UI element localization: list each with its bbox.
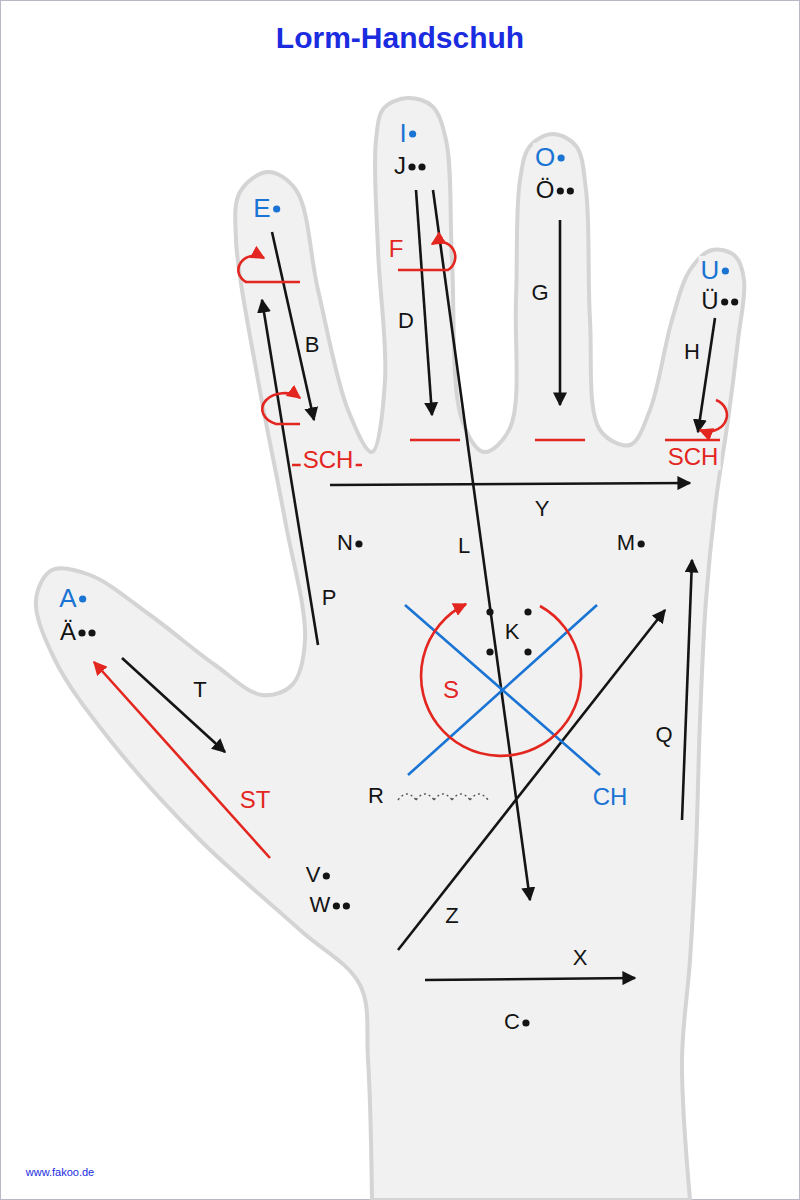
- stroke-arrow: [665, 439, 720, 442]
- touch-dot: [486, 608, 493, 615]
- stroke-arrow: [94, 662, 270, 858]
- touch-dot: [418, 163, 425, 170]
- letter-label: K: [503, 620, 522, 644]
- touch-dot: [557, 187, 564, 194]
- stroke-arrow: [330, 483, 690, 485]
- letter-label: R: [366, 784, 386, 808]
- letter-label: Ö: [534, 177, 557, 203]
- loop-stroke: [421, 604, 581, 756]
- stroke-arrow: [682, 560, 692, 820]
- touch-dot: [409, 130, 416, 137]
- touch-dot: [88, 629, 95, 636]
- letter-label: ST: [238, 787, 273, 813]
- touch-dot: [486, 648, 493, 655]
- touch-dot: [333, 902, 340, 909]
- letter-label: F: [387, 236, 406, 262]
- touch-dot: [78, 629, 85, 636]
- touch-dot: [638, 540, 645, 547]
- letter-label: A: [57, 584, 78, 612]
- touch-dot: [524, 648, 531, 655]
- letter-label: V: [304, 863, 323, 887]
- touch-dot: [408, 163, 415, 170]
- letter-label: U: [699, 256, 722, 284]
- stroke-arrows: [94, 190, 720, 980]
- letter-label: X: [571, 946, 590, 970]
- letter-label: SCH: [301, 447, 356, 473]
- letter-label: Q: [653, 723, 674, 747]
- loop-stroke: [398, 242, 455, 270]
- letter-label: M: [615, 531, 637, 555]
- letter-label: O: [533, 143, 557, 171]
- letter-label: P: [320, 586, 339, 610]
- letter-label: T: [191, 678, 208, 702]
- letter-label: E: [251, 194, 272, 222]
- stroke-arrow: [272, 232, 314, 420]
- stroke-arrow: [122, 658, 225, 752]
- letter-label: W: [308, 893, 333, 917]
- touch-dot: [323, 872, 330, 879]
- touch-dot: [524, 608, 531, 615]
- drum-stroke: [398, 794, 488, 800]
- touch-dot: [79, 595, 86, 602]
- touch-dot: [558, 154, 565, 161]
- touch-dot: [522, 1019, 529, 1026]
- touch-dot: [355, 540, 362, 547]
- watermark: www.fakoo.de: [24, 1166, 96, 1179]
- stroke-arrow: [433, 190, 530, 900]
- loop-stroke: [700, 400, 727, 432]
- touch-dot: [731, 298, 738, 305]
- stroke-arrow: [425, 978, 635, 980]
- letter-label: B: [303, 333, 322, 357]
- stroke-arrow: [408, 605, 597, 775]
- loop-stroke: [262, 393, 300, 424]
- letter-label: C: [502, 1010, 522, 1034]
- letter-label: N: [335, 531, 355, 555]
- stroke-arrow: [405, 605, 600, 775]
- drum-arc: [434, 794, 452, 800]
- stroke-arrow: [410, 439, 460, 442]
- letter-label: D: [396, 309, 416, 333]
- letter-label: Ü: [699, 288, 720, 314]
- touch-dot: [721, 298, 728, 305]
- title: Lorm-Handschuh: [274, 22, 526, 54]
- touch-dot: [343, 902, 350, 909]
- letter-label: I: [397, 119, 408, 147]
- letter-label: J: [392, 153, 408, 179]
- letter-label: Ä: [58, 619, 78, 645]
- touch-dot: [273, 205, 280, 212]
- letter-label: S: [441, 677, 461, 703]
- hand-outline: [36, 98, 745, 1200]
- loop-stroke: [238, 256, 300, 282]
- drum-arc: [452, 794, 470, 800]
- stroke-arrow: [535, 439, 585, 442]
- drum-arc: [470, 794, 488, 800]
- touch-dot: [722, 267, 729, 274]
- letter-label: CH: [591, 784, 630, 810]
- stroke-arrow: [559, 220, 562, 405]
- drum-arc: [398, 794, 416, 800]
- stroke-arrow: [398, 610, 665, 950]
- letter-label: Z: [443, 904, 460, 928]
- drum-arc: [416, 794, 434, 800]
- letter-label: G: [529, 281, 550, 305]
- letter-label: H: [682, 340, 702, 364]
- stroke-arrow: [698, 318, 715, 432]
- letter-label: SCH: [666, 444, 721, 470]
- stroke-arrow: [416, 190, 432, 415]
- letter-label: L: [456, 534, 472, 558]
- touch-dot: [567, 187, 574, 194]
- letter-label: Y: [533, 497, 552, 521]
- loop-strokes: [238, 242, 727, 756]
